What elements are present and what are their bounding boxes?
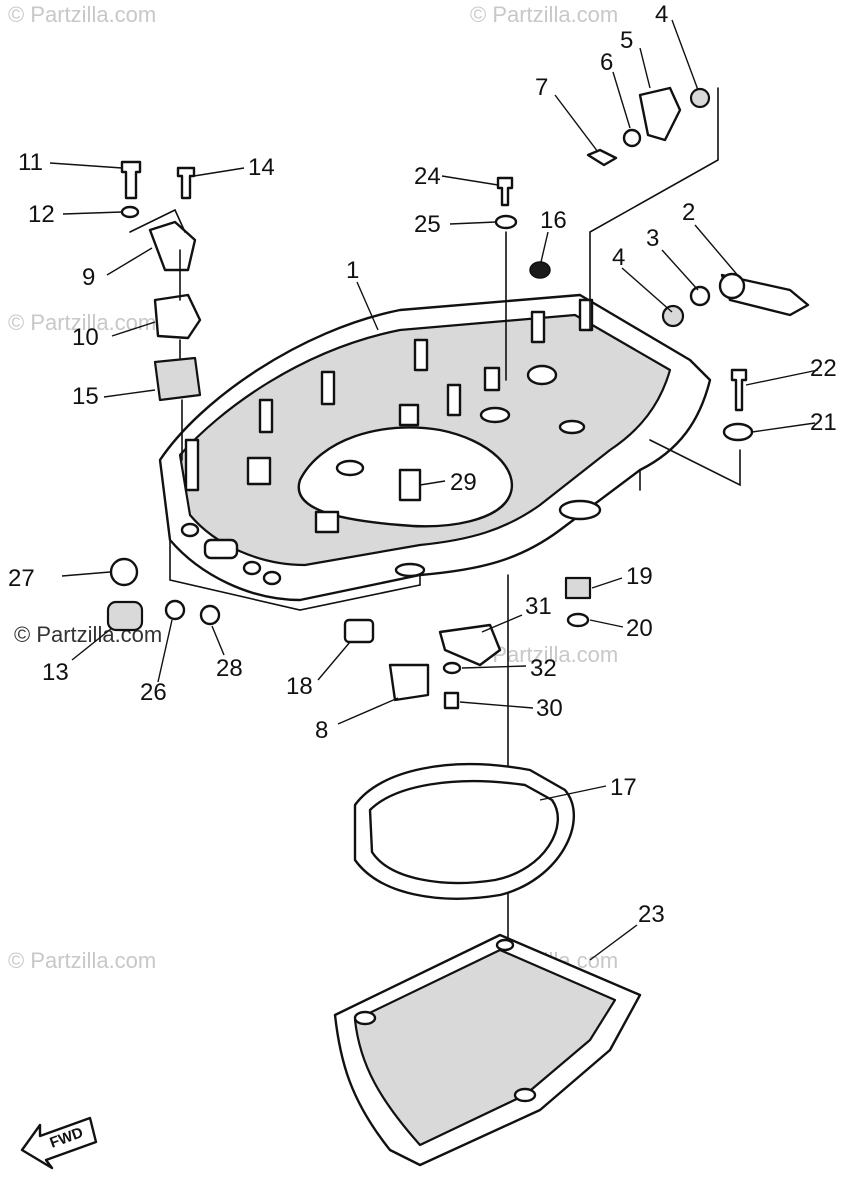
callout-4-lower: 4 (612, 244, 625, 271)
callout-19: 19 (626, 563, 653, 590)
callout-23: 23 (638, 901, 665, 928)
grommet-13 (106, 600, 144, 632)
bottom-cowling (158, 293, 712, 611)
bottom-cover (333, 933, 642, 1167)
plug-26 (164, 599, 186, 621)
callout-15: 15 (72, 383, 99, 410)
clamp-lower (153, 293, 202, 340)
callout-18: 18 (286, 673, 313, 700)
callout-10: 10 (72, 324, 99, 351)
bracket (638, 86, 682, 142)
leader-lines (49, 19, 819, 961)
clamp-upper (148, 220, 197, 272)
bolt-top (586, 148, 618, 167)
wave-washer (689, 285, 711, 307)
bolt-24 (496, 176, 514, 207)
lever (718, 272, 810, 317)
callout-32: 32 (530, 655, 557, 682)
washer-25 (494, 214, 518, 230)
callout-3: 3 (646, 225, 659, 252)
callout-28: 28 (216, 655, 243, 682)
callout-13: 13 (42, 659, 69, 686)
callout-30: 30 (536, 695, 563, 722)
callout-8: 8 (315, 717, 328, 744)
bushing-upper (689, 87, 711, 109)
washer-left (120, 205, 140, 219)
callout-21: 21 (810, 409, 837, 436)
callout-20: 20 (626, 615, 653, 642)
callout-5: 5 (620, 27, 633, 54)
callout-6: 6 (600, 49, 613, 76)
callout-25: 25 (414, 211, 441, 238)
watermark-mid-left: © Partzilla.com (8, 310, 156, 335)
callout-27: 27 (8, 565, 35, 592)
callout-7: 7 (535, 74, 548, 101)
watermark-top-center: © Partzilla.com (470, 2, 618, 27)
grommet-16 (529, 261, 551, 279)
grommet-block (153, 356, 202, 402)
fitting-19 (564, 576, 592, 600)
callout-16: 16 (540, 207, 567, 234)
drain-8 (388, 663, 430, 702)
seal (353, 763, 576, 900)
callout-9: 9 (82, 264, 95, 291)
plug-28 (199, 604, 221, 626)
watermark-bottom-left: © Partzilla.com (8, 948, 156, 973)
callout-labels: 1 2 3 4 4 5 6 7 8 9 10 11 12 13 14 15 16… (8, 1, 837, 928)
callout-22: 22 (810, 355, 837, 382)
callout-12: 12 (28, 201, 55, 228)
washer-21 (722, 422, 754, 442)
bracket-31 (438, 623, 502, 667)
washer-32 (442, 661, 462, 675)
callout-2: 2 (682, 199, 695, 226)
bolt-right (176, 166, 196, 200)
callout-29: 29 (450, 469, 477, 496)
callout-14: 14 (248, 154, 275, 181)
callout-26: 26 (140, 679, 167, 706)
bushing-18 (343, 618, 375, 644)
fitting-20 (566, 612, 590, 628)
callout-17: 17 (610, 774, 637, 801)
bushing-lower (661, 304, 685, 328)
cap-plug (109, 557, 139, 587)
watermark-top-left: © Partzilla.com (8, 2, 156, 27)
callout-31: 31 (525, 593, 552, 620)
callout-11: 11 (18, 149, 43, 176)
bolt-22 (730, 368, 748, 412)
callout-1: 1 (346, 257, 359, 284)
callout-24: 24 (414, 163, 441, 190)
fwd-arrow-icon: FWD (20, 1116, 98, 1170)
clip-29 (398, 468, 422, 502)
screw-30 (443, 691, 460, 710)
bolt-left (120, 160, 142, 200)
callout-4-upper: 4 (655, 1, 668, 28)
washer-top (622, 128, 642, 148)
